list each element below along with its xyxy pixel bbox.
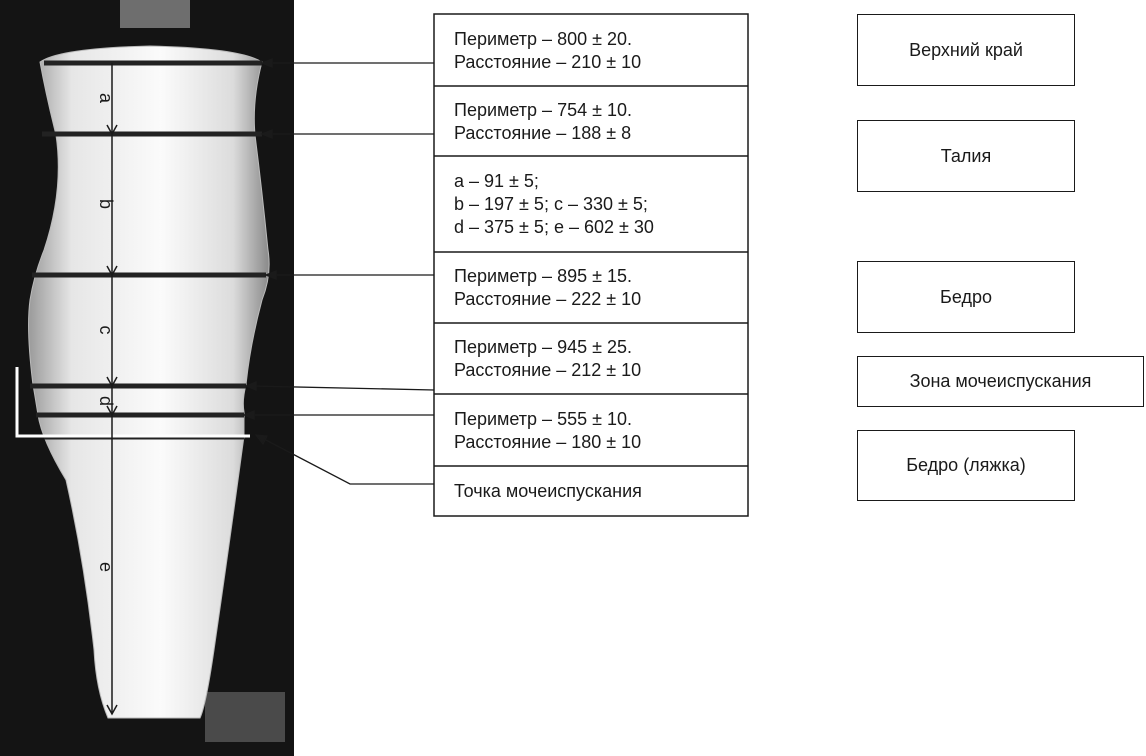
perimeter-text: Периметр – 555 ± 10. [454,408,633,429]
perimeter-text: Периметр – 945 ± 25. [454,337,633,357]
zone-label: Зона мочеиспускания [909,371,1092,391]
distance-text: Расстояние – 180 ± 10 [454,431,642,452]
urination-bracket [15,367,250,438]
measurement-row-2: Периметр – 754 ± 10. Расстояние – 188 ± … [434,87,748,156]
dimension-line-3: d – 375 ± 5; e – 602 ± 30 [454,217,654,237]
perimeter-text: Периметр – 895 ± 15. [454,266,633,286]
measurement-row-5: Периметр – 555 ± 10. Расстояние – 180 ± … [434,395,748,466]
measurement-row-1: Периметр – 800 ± 20. Расстояние – 210 ± … [434,15,748,86]
urination-point-text: Точка мочеиспускания [454,480,642,501]
zone-box-hip: Бедро [857,261,1075,333]
dimension-line-2: b – 197 ± 5; c – 330 ± 5; [454,194,648,214]
zone-box-top-edge: Верхний край [857,14,1075,86]
dimensions-row: a – 91 ± 5; b – 197 ± 5; c – 330 ± 5; d … [434,157,748,252]
zone-box-urination-zone: Зона мочеиспускания [857,356,1144,407]
mannequin-body [28,45,270,719]
segment-label-c: c [96,326,116,335]
dimension-line-1: a – 91 ± 5; [454,171,539,191]
distance-text: Расстояние – 222 ± 10 [454,289,642,309]
zone-box-waist: Талия [857,120,1075,192]
measurement-table-frame [433,13,749,517]
segment-label-e: e [96,562,116,572]
urination-point-row: Точка мочеиспускания [434,467,748,515]
segment-label-b: b [96,199,116,209]
distance-text: Расстояние – 188 ± 8 [454,122,632,143]
photo-bottom-fixture [205,692,285,742]
photo-top-fixture [120,0,190,28]
zone-label: Талия [940,145,992,166]
distance-text: Расстояние – 210 ± 10 [454,51,642,72]
dimension-arrow [106,63,118,716]
leader-lines [242,58,435,485]
segment-label-a: a [96,93,116,104]
perimeter-text: Периметр – 754 ± 10. [454,99,633,120]
zone-label: Бедро [940,286,992,307]
perimeter-text: Периметр – 800 ± 20. [454,28,633,49]
measurement-row-4: Периметр – 945 ± 25. Расстояние – 212 ± … [434,324,748,394]
zone-box-thigh: Бедро (ляжка) [857,430,1075,501]
zone-label: Бедро (ляжка) [906,455,1026,475]
measurement-row-3: Периметр – 895 ± 15. Расстояние – 222 ± … [434,253,748,323]
distance-text: Расстояние – 212 ± 10 [454,360,642,380]
zone-label: Верхний край [909,39,1023,60]
segment-label-d: d [96,396,116,406]
